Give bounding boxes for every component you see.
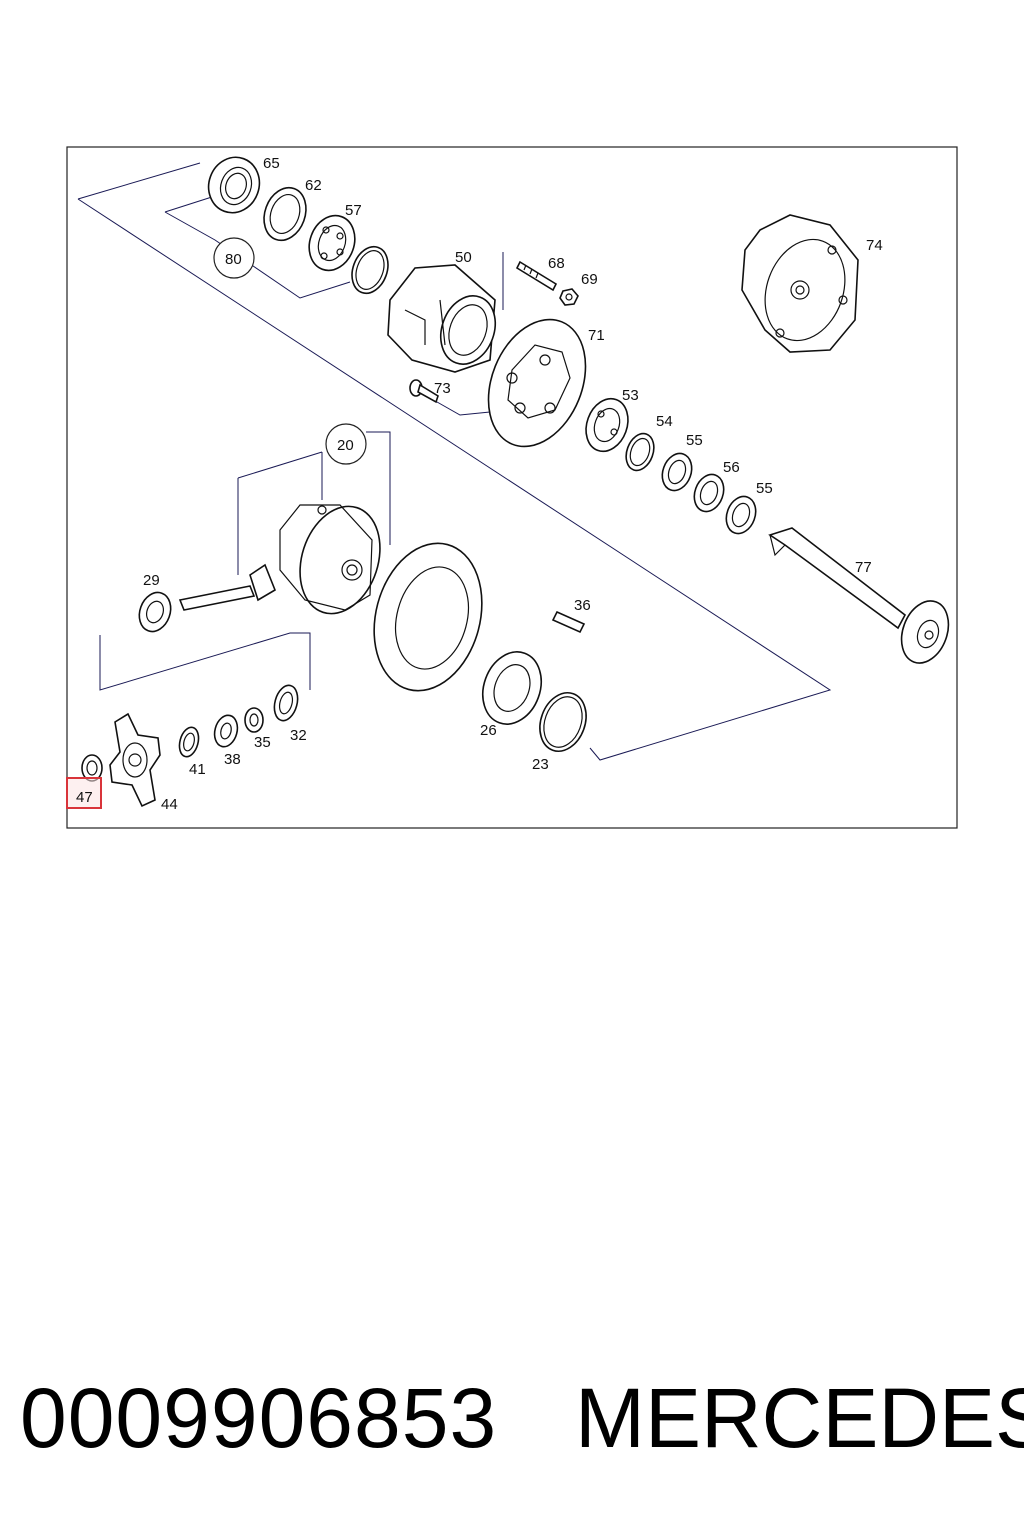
label-57: 57 xyxy=(345,202,362,219)
callout-circle-20 xyxy=(325,423,367,465)
part-73-bolt xyxy=(409,379,439,404)
part-69-nut xyxy=(559,288,579,306)
label-73: 73 xyxy=(434,380,451,397)
highlight-box xyxy=(66,777,102,809)
part-55-lock-washer-a xyxy=(661,452,693,492)
label-36: 36 xyxy=(574,597,591,614)
part-71-flange xyxy=(487,318,587,448)
label-54: 54 xyxy=(656,413,673,430)
footer: 0009906853 MERCEDES xyxy=(0,1370,1024,1470)
part-54-circlip xyxy=(625,432,655,472)
callout-circle-80 xyxy=(213,237,255,279)
part-38-bearing xyxy=(213,714,239,748)
label-68: 68 xyxy=(548,255,565,272)
label-32: 32 xyxy=(290,727,307,744)
part-65-bearing-cup xyxy=(207,156,261,214)
label-38: 38 xyxy=(224,751,241,768)
label-80: 80 xyxy=(225,251,242,268)
label-55a: 55 xyxy=(686,432,703,449)
label-74: 74 xyxy=(866,237,883,254)
part-50-housing xyxy=(387,264,497,373)
part-47-nut xyxy=(81,754,103,782)
exploded-parts-diagram: 65 62 57 80 50 68 69 74 71 73 53 54 55 5… xyxy=(66,146,958,829)
label-44: 44 xyxy=(161,796,178,813)
part-number-text: 0009906853 xyxy=(20,1371,498,1465)
label-69: 69 xyxy=(581,271,598,288)
part-41-seal xyxy=(178,726,200,758)
label-53: 53 xyxy=(622,387,639,404)
diagram-frame xyxy=(66,146,958,829)
label-47: 47 xyxy=(76,789,93,806)
part-labels: 65 62 57 80 50 68 69 74 71 73 53 54 55 5… xyxy=(76,155,883,813)
leader-lines xyxy=(77,162,832,761)
part-57-bearing xyxy=(308,214,356,272)
part-20-pinion-shaft xyxy=(178,563,276,611)
part-74-cover xyxy=(741,214,859,353)
label-71: 71 xyxy=(588,327,605,344)
brand-text: MERCEDES xyxy=(575,1371,1024,1465)
label-65: 65 xyxy=(263,155,280,172)
part-56-nut xyxy=(693,473,725,513)
label-35: 35 xyxy=(254,734,271,751)
label-20: 20 xyxy=(337,437,354,454)
label-26: 26 xyxy=(480,722,497,739)
part-ring-gear xyxy=(373,542,483,692)
part-62-ring xyxy=(263,186,307,242)
label-77: 77 xyxy=(855,559,872,576)
part-32-washer xyxy=(273,684,299,722)
part-23-ring xyxy=(539,692,587,752)
part-20-differential xyxy=(279,504,381,615)
part-29-bearing xyxy=(138,591,172,633)
part-57-o-ring xyxy=(351,245,389,295)
part-26-bearing xyxy=(482,651,542,725)
label-56: 56 xyxy=(723,459,740,476)
part-53-bearing xyxy=(585,397,629,453)
part-35-nut xyxy=(244,707,264,733)
label-50: 50 xyxy=(455,249,472,266)
part-36-pin xyxy=(551,610,586,634)
part-55-lock-washer-b xyxy=(725,495,757,535)
label-62: 62 xyxy=(305,177,322,194)
part-68-stud xyxy=(515,260,558,292)
label-55b: 55 xyxy=(756,480,773,497)
label-41: 41 xyxy=(189,761,206,778)
part-44-flange xyxy=(109,712,161,808)
label-29: 29 xyxy=(143,572,160,589)
part-77-axle-shaft xyxy=(768,527,950,664)
label-23: 23 xyxy=(532,756,549,773)
